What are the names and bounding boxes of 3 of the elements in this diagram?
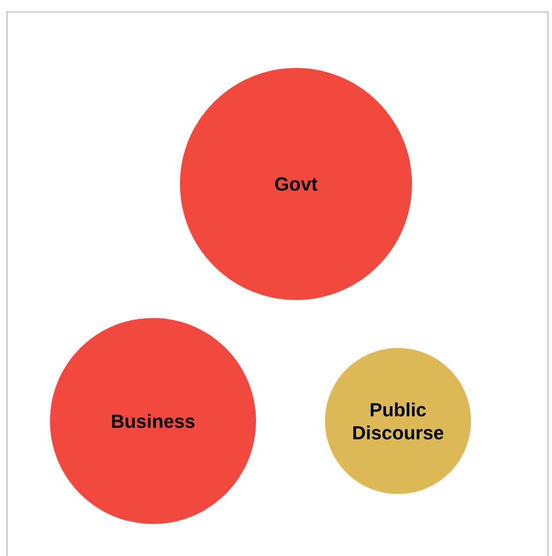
circle-node: Business [50, 318, 256, 524]
circle-node: Public Discourse [325, 348, 471, 494]
circle-node: Govt [180, 68, 412, 300]
